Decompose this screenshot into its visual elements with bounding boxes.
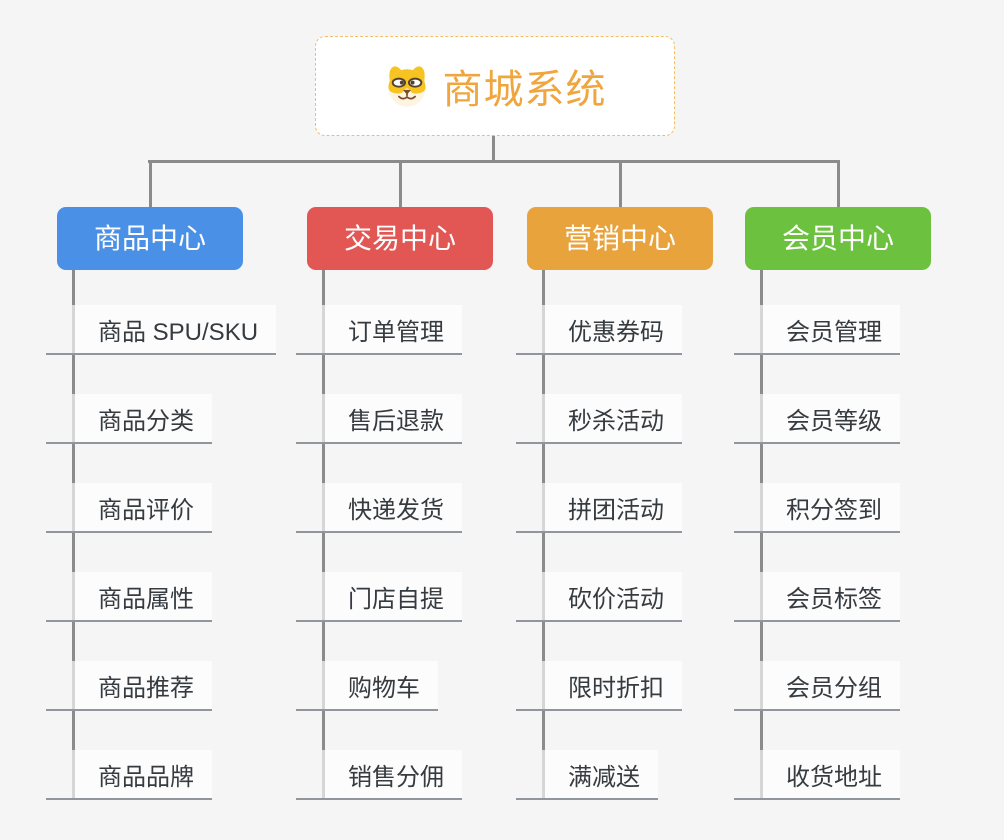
child-node[interactable]: 秒杀活动 xyxy=(516,394,682,444)
branch-node-marketing-center[interactable]: 营销中心 xyxy=(527,207,713,270)
child-node[interactable]: 砍价活动 xyxy=(516,572,682,622)
connector-trunk-product-center xyxy=(72,270,75,800)
child-node[interactable]: 拼团活动 xyxy=(516,483,682,533)
child-node[interactable]: 满减送 xyxy=(516,750,658,800)
branch-node-member-center[interactable]: 会员中心 xyxy=(745,207,931,270)
child-node[interactable]: 快递发货 xyxy=(296,483,462,533)
connector-drop-trade-center xyxy=(398,160,402,207)
connector-trunk-trade-center xyxy=(322,270,325,800)
child-node[interactable]: 会员管理 xyxy=(734,305,900,355)
child-node[interactable]: 商品品牌 xyxy=(46,750,212,800)
connector-root-stub xyxy=(492,136,495,163)
child-node[interactable]: 商品推荐 xyxy=(46,661,212,711)
child-node[interactable]: 购物车 xyxy=(296,661,438,711)
child-node[interactable]: 收货地址 xyxy=(734,750,900,800)
child-node[interactable]: 会员等级 xyxy=(734,394,900,444)
child-node[interactable]: 售后退款 xyxy=(296,394,462,444)
connector-drop-member-center xyxy=(836,160,840,207)
connector-trunk-member-center xyxy=(760,270,763,800)
shiba-dog-icon xyxy=(384,64,430,108)
child-node[interactable]: 门店自提 xyxy=(296,572,462,622)
connector-horizontal-spine xyxy=(148,160,840,163)
child-node[interactable]: 优惠券码 xyxy=(516,305,682,355)
child-node[interactable]: 订单管理 xyxy=(296,305,462,355)
child-node[interactable]: 积分签到 xyxy=(734,483,900,533)
child-node[interactable]: 限时折扣 xyxy=(516,661,682,711)
branch-node-product-center[interactable]: 商品中心 xyxy=(57,207,243,270)
connector-drop-product-center xyxy=(148,160,152,207)
root-title: 商城系统 xyxy=(442,68,607,112)
child-node[interactable]: 商品 SPU/SKU xyxy=(46,305,277,355)
root-node[interactable]: 商城系统 xyxy=(315,36,675,136)
child-node[interactable]: 销售分佣 xyxy=(296,750,462,800)
child-node[interactable]: 商品评价 xyxy=(46,483,212,533)
child-node[interactable]: 会员标签 xyxy=(734,572,900,622)
child-node[interactable]: 会员分组 xyxy=(734,661,900,711)
connector-drop-marketing-center xyxy=(618,160,622,207)
child-node[interactable]: 商品属性 xyxy=(46,572,212,622)
branch-node-trade-center[interactable]: 交易中心 xyxy=(307,207,493,270)
connector-trunk-marketing-center xyxy=(542,270,545,800)
child-node[interactable]: 商品分类 xyxy=(46,394,212,444)
